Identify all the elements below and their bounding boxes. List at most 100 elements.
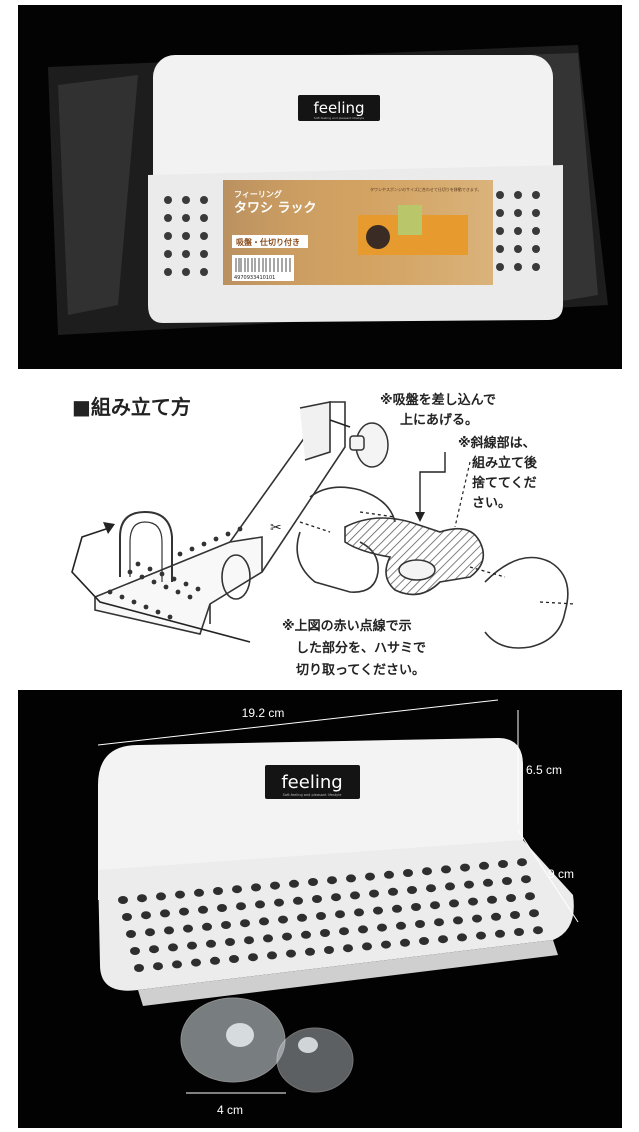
drain-hole <box>187 941 197 950</box>
dim-suction-label: 4 cm <box>217 1103 243 1117</box>
svg-text:上にあげる。: 上にあげる。 <box>400 412 478 428</box>
note-suction: ※吸盤を差し込んで 上にあげる。 <box>380 392 496 428</box>
drain-hole <box>118 896 128 904</box>
drain-hole <box>419 937 429 945</box>
drain-hole <box>320 929 330 937</box>
assembly-arrow-left <box>71 526 251 643</box>
brand-tagline: Soft-feeling and pleasant lifestyle <box>314 116 365 120</box>
drain-hole <box>457 933 467 942</box>
scissors-icon: ✂ <box>270 520 282 536</box>
svg-text:切り取ってください。: 切り取ってください。 <box>296 663 425 678</box>
rack-diagram-holes <box>107 526 243 620</box>
drain-hole <box>316 912 326 920</box>
drain-hole <box>483 878 493 887</box>
svg-text:した部分を、ハサミで: した部分を、ハサミで <box>296 640 426 656</box>
package-title-small: フィーリング <box>234 189 282 199</box>
drain-hole <box>251 883 261 892</box>
drain-hole <box>529 909 539 918</box>
drain-hole <box>502 877 512 885</box>
drain-hole <box>346 874 356 883</box>
drain-hole <box>145 928 155 937</box>
rack-line-drawing <box>94 401 346 635</box>
drain-hole <box>198 905 208 914</box>
drain-hole <box>308 878 318 886</box>
drain-hole <box>449 899 459 908</box>
dimension-photo: feeling Soft-feeling and pleasant lifest… <box>0 690 639 1128</box>
drain-hole <box>525 892 535 901</box>
package-copy: タワシやスポンジのサイズに合わせて仕切りを移動できます。 <box>370 186 481 192</box>
drain-hole <box>221 921 231 929</box>
drain-hole <box>194 888 204 897</box>
drain-hole <box>514 928 524 936</box>
dim-depth-label: 9 cm <box>548 867 574 881</box>
drain-hole <box>533 926 543 935</box>
drain-hole <box>153 962 163 971</box>
drain-hole <box>210 956 220 965</box>
drain-hole <box>335 910 345 919</box>
drain-hole <box>293 896 303 905</box>
drain-hole <box>350 891 360 900</box>
suction-arrow <box>329 419 351 428</box>
drain-hole <box>270 881 280 890</box>
drain-hole <box>141 911 151 920</box>
drain-hole <box>191 958 201 967</box>
drain-hole <box>213 887 223 895</box>
arrow-head-icon <box>103 522 115 534</box>
brand-logo: feeling <box>313 99 364 117</box>
drain-hole <box>160 909 170 918</box>
drain-hole <box>487 895 497 904</box>
brand-tagline: Soft-feeling and pleasant lifestyle <box>283 793 342 797</box>
drain-hole <box>202 922 212 931</box>
drain-hole <box>126 930 136 938</box>
drain-hole <box>365 872 375 881</box>
sprue-suction-disk <box>398 559 436 581</box>
instructions-heading: ■組み立て方 <box>72 395 191 419</box>
drain-hole <box>392 904 402 913</box>
drain-hole <box>149 945 159 954</box>
hatched-pointer <box>454 461 471 528</box>
drain-hole <box>495 929 505 938</box>
drain-hole <box>403 869 413 877</box>
drain-hole <box>384 870 394 879</box>
svg-text:※斜線部は、: ※斜線部は、 <box>458 435 536 451</box>
drain-hole <box>521 875 531 884</box>
dimension-lines <box>97 699 579 1094</box>
drain-hole <box>460 863 470 872</box>
drain-hole <box>343 944 353 953</box>
drain-hole <box>164 926 174 935</box>
drain-hole <box>491 912 501 921</box>
drain-hole <box>172 960 182 969</box>
drain-hole <box>282 932 292 941</box>
photo-background: feeling Soft-feeling and pleasant lifest… <box>18 690 622 1128</box>
drain-hole <box>377 923 387 932</box>
drain-hole <box>236 902 246 911</box>
note-cut: ※上図の赤い点線で示 した部分を、ハサミで 切り取ってください。 <box>282 618 426 678</box>
hatched-sprue <box>344 517 485 596</box>
drain-hole <box>255 900 265 909</box>
svg-text:※上図の赤い点線で示: ※上図の赤い点線で示 <box>282 618 412 634</box>
drain-hole <box>354 908 364 917</box>
drain-hole <box>183 924 193 933</box>
drain-hole <box>411 903 421 911</box>
drain-hole <box>274 898 284 907</box>
svg-text:捨ててくだ: 捨ててくだ <box>472 475 537 491</box>
drain-hole <box>517 858 527 867</box>
brand-label <box>265 765 360 799</box>
drain-hole <box>362 942 372 951</box>
photo-background: feeling Soft-feeling and pleasant lifest… <box>18 5 622 369</box>
package-badge-bg <box>232 235 308 248</box>
drain-hole <box>240 919 250 928</box>
drain-hole <box>373 906 383 915</box>
drain-hole <box>453 916 463 925</box>
drain-hole <box>422 867 432 876</box>
assembly-instructions: ■組み立て方 <box>0 372 639 690</box>
drain-hole <box>259 917 269 926</box>
drain-hole <box>248 953 258 962</box>
drain-holes-right <box>496 191 540 271</box>
drain-hole <box>286 949 296 958</box>
drain-hole <box>468 897 478 906</box>
drain-hole <box>267 951 277 960</box>
drain-hole <box>297 913 307 922</box>
drain-hole <box>137 894 147 903</box>
drain-hole <box>289 879 299 888</box>
